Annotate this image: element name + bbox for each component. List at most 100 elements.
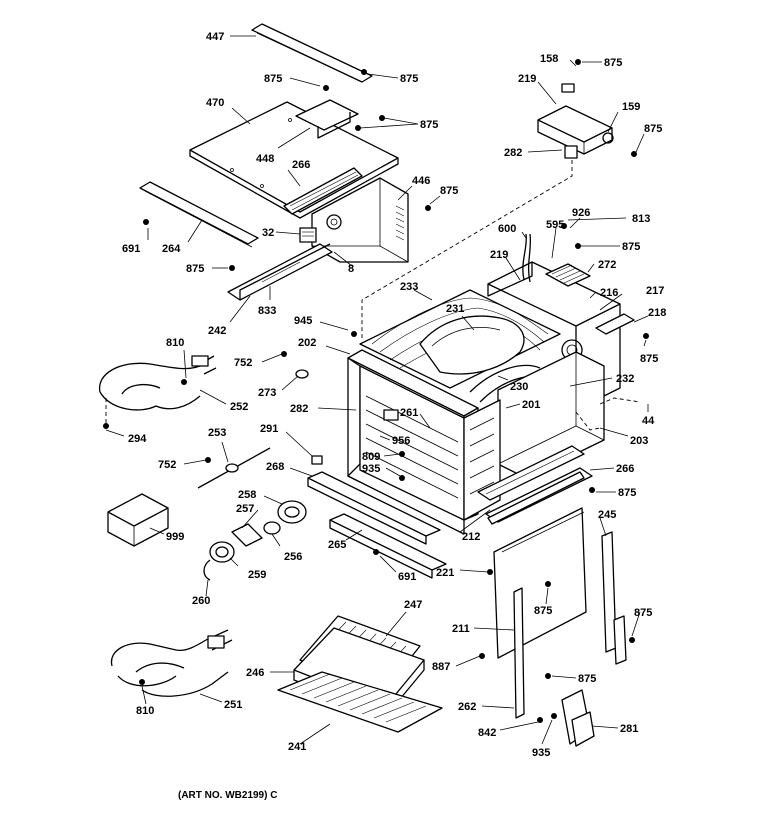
label-231: 231 — [446, 303, 464, 315]
part-266-top-channel — [283, 167, 363, 215]
part-446-rear-box — [311, 177, 409, 263]
assembly-line-1 — [361, 160, 573, 340]
label-833: 833 — [258, 305, 276, 317]
label-44: 44 — [642, 415, 655, 427]
label-266: 266 — [616, 463, 634, 475]
label-875: 875 — [622, 241, 640, 253]
part-281-bracket — [561, 689, 595, 747]
label-935: 935 — [532, 747, 550, 759]
label-810: 810 — [136, 705, 154, 717]
label-809: 809 — [362, 451, 380, 463]
part-212-tray — [487, 471, 585, 525]
part-201-oven-cavity — [359, 365, 501, 521]
label-159: 159 — [622, 101, 640, 113]
label-8: 8 — [348, 263, 354, 275]
label-875: 875 — [578, 673, 596, 685]
art-number-caption: (ART NO. WB2199) C — [178, 790, 277, 801]
part-448-bracket — [295, 99, 359, 139]
label-875: 875 — [644, 123, 662, 135]
label-842: 842 — [478, 727, 496, 739]
label-281: 281 — [620, 723, 638, 735]
label-265: 265 — [328, 539, 346, 551]
label-251: 251 — [224, 699, 242, 711]
label-232: 232 — [616, 373, 634, 385]
label-246: 246 — [246, 667, 264, 679]
label-211: 211 — [452, 623, 470, 635]
label-752: 752 — [158, 459, 176, 471]
label-875: 875 — [186, 263, 204, 275]
part-291-clip — [311, 455, 323, 465]
label-752: 752 — [234, 357, 252, 369]
label-262: 262 — [458, 701, 476, 713]
part-211-rear-panel — [493, 507, 587, 659]
part-600-wiring — [522, 233, 532, 283]
label-282: 282 — [290, 403, 308, 415]
label-212: 212 — [462, 531, 480, 543]
label-875: 875 — [264, 73, 282, 85]
label-257: 257 — [236, 503, 254, 515]
label-233: 233 — [400, 281, 418, 293]
label-219: 219 — [518, 73, 536, 85]
label-875: 875 — [440, 185, 458, 197]
label-264: 264 — [162, 243, 181, 255]
label-247: 247 — [404, 599, 422, 611]
part-253-rod — [197, 447, 271, 489]
part-258-ring — [277, 500, 307, 524]
part-447-top-trim — [251, 23, 373, 83]
label-875: 875 — [420, 119, 438, 131]
part-264-rail — [139, 181, 259, 248]
label-887: 887 — [432, 661, 450, 673]
screws — [103, 59, 649, 723]
label-217: 217 — [646, 285, 664, 297]
label-875: 875 — [534, 605, 552, 617]
label-241: 241 — [288, 741, 306, 753]
label-282: 282 — [504, 147, 522, 159]
label-875: 875 — [634, 607, 652, 619]
label-266: 266 — [292, 159, 310, 171]
label-221: 221 — [436, 567, 454, 579]
part-999-box — [107, 493, 169, 547]
label-813: 813 — [632, 213, 650, 225]
label-935: 935 — [362, 463, 380, 475]
part-272-grille — [545, 263, 591, 287]
part-268-front-trim — [307, 471, 441, 545]
label-945: 945 — [294, 315, 312, 327]
label-260: 260 — [192, 595, 210, 607]
label-253: 253 — [208, 427, 226, 439]
part-219-switch-box — [537, 83, 614, 159]
label-245: 245 — [598, 509, 616, 521]
label-956: 956 — [392, 435, 410, 447]
label-595: 595 — [546, 219, 564, 231]
assembly-line-2 — [575, 411, 601, 431]
label-201: 201 — [522, 399, 540, 411]
part-252-bake-element — [99, 355, 217, 411]
label-691: 691 — [122, 243, 140, 255]
label-999: 999 — [166, 531, 184, 543]
label-218: 218 — [648, 307, 666, 319]
leader-lines — [105, 35, 649, 745]
label-810: 810 — [166, 337, 184, 349]
label-272: 272 — [598, 259, 616, 271]
label-291: 291 — [260, 423, 278, 435]
part-32-sensor — [299, 227, 317, 243]
part-241-oven-rack — [277, 671, 443, 733]
part-273-clip — [295, 369, 309, 379]
label-202: 202 — [298, 337, 316, 349]
part-242-bracket — [227, 243, 333, 301]
part-262-rail — [513, 587, 525, 719]
part-231-duct — [419, 315, 525, 375]
label-219: 219 — [490, 249, 508, 261]
label-447: 447 — [206, 31, 224, 43]
label-446: 446 — [412, 175, 430, 187]
part-251-broil-element — [110, 629, 233, 697]
label-259: 259 — [248, 569, 266, 581]
part-265-bottom-trim — [329, 513, 447, 579]
label-252: 252 — [230, 401, 248, 413]
label-261: 261 — [400, 407, 418, 419]
label-875: 875 — [400, 73, 418, 85]
label-268: 268 — [266, 461, 284, 473]
part-259-knob — [203, 541, 235, 581]
part-labels: 447 875 875 875 158 875 219 470 159 875 … — [122, 31, 666, 759]
